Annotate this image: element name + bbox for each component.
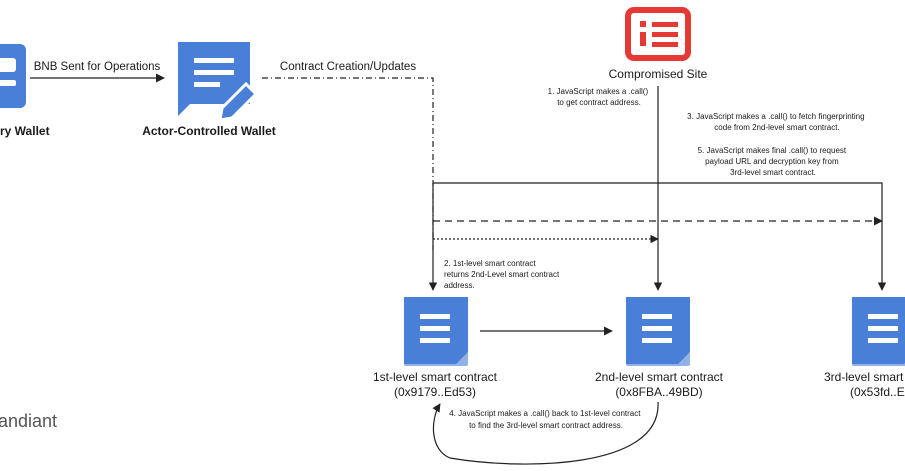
contract1-icon [404, 297, 468, 366]
contract3-address: (0x53fd..E4 [850, 385, 905, 399]
actor-wallet-label: Actor-Controlled Wallet [142, 124, 276, 138]
actor-wallet-icon [178, 42, 259, 122]
contract1-label: 1st-level smart contract [373, 370, 498, 384]
step4-loop-arrow [432, 401, 659, 465]
treasury-wallet-icon [0, 44, 26, 108]
treasury-wallet-label: ry Wallet [0, 124, 50, 138]
contract2-address: (0x8FBA..49BD) [615, 385, 702, 399]
contract3-icon [852, 297, 905, 366]
contract2-icon [626, 297, 690, 366]
brand-wordmark: andiant [0, 411, 57, 431]
call-to-contract3-line [433, 182, 887, 291]
contract1-address: (0x9179..Ed53) [394, 385, 476, 399]
contract-creation-label: Contract Creation/Updates [280, 61, 416, 73]
step1-text: 1. JavaScript makes a .call() to get con… [548, 87, 651, 107]
step3-text: 3. JavaScript makes a .call() to fetch f… [687, 112, 867, 132]
contract2-label: 2nd-level smart contract [595, 370, 724, 384]
contract3-label: 3rd-level smart c [824, 370, 905, 384]
compromised-site-label: Compromised Site [609, 67, 708, 81]
step5-text: 5. JavaScript makes final .call() to req… [698, 146, 849, 177]
step4-text: 4. JavaScript makes a .call() back to 1s… [449, 409, 642, 430]
bnb-sent-label: BNB Sent for Operations [34, 61, 161, 73]
compromised-site-icon [625, 7, 691, 61]
step2-text: 2. 1st-level smart contract returns 2nd-… [444, 259, 561, 290]
contract-creation-line [262, 77, 434, 250]
